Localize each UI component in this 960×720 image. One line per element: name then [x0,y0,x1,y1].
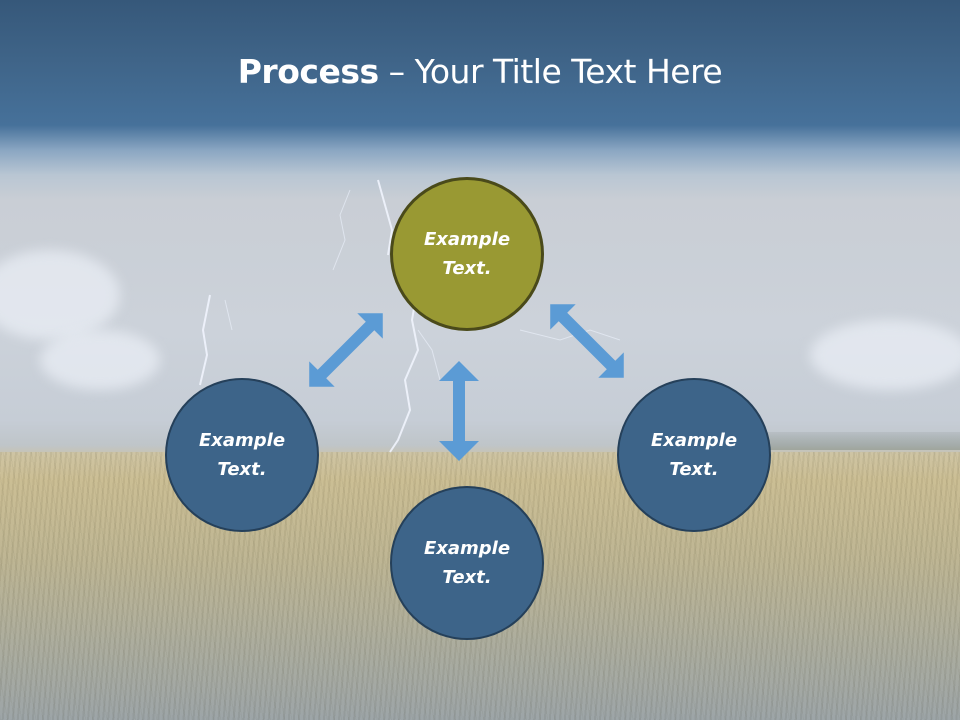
node-label-line1: Example [198,430,286,451]
node-label: Example Text. [639,426,749,484]
node-label: Example Text. [412,225,522,283]
node-label: Example Text. [412,534,522,592]
node-label-line2: Text. [217,459,267,480]
node-label-line1: Example [650,430,738,451]
double-arrow-icon [309,313,383,387]
double-arrow-icon [550,304,624,378]
slide-title: Process – Your Title Text Here [0,52,960,91]
node-label-line2: Text. [442,567,492,588]
process-node-bottom[interactable]: Example Text. [390,486,544,640]
title-bold: Process [237,52,379,91]
process-node-top[interactable]: Example Text. [390,177,544,331]
cloud [0,250,120,340]
process-node-right[interactable]: Example Text. [617,378,771,532]
node-label-line2: Text. [669,459,719,480]
node-label: Example Text. [187,426,297,484]
cloud [40,330,160,390]
tree-line [760,432,960,450]
node-label-line1: Example [423,538,511,559]
double-arrow-icon [439,361,479,461]
cloud [810,320,960,390]
process-node-left[interactable]: Example Text. [165,378,319,532]
title-rest: – Your Title Text Here [378,52,723,91]
node-label-line1: Example [423,229,511,250]
node-label-line2: Text. [442,258,492,279]
